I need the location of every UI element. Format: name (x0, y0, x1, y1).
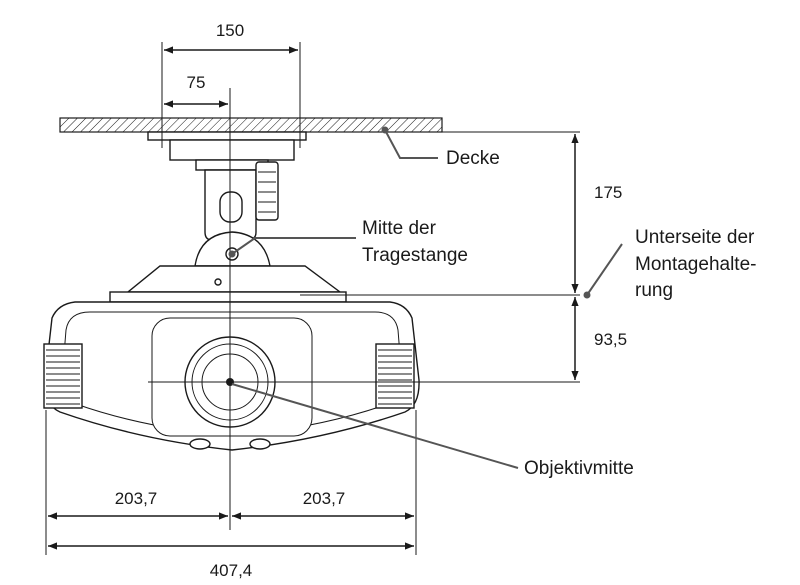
mount-bottom-label-line3: rung (635, 280, 673, 301)
dim-75-label: 75 (187, 73, 206, 92)
rod-center-label-line2: Tragestange (362, 245, 468, 266)
right-vent-slats (378, 349, 412, 405)
dimension-75: 75 (164, 73, 228, 108)
dimension-93-5: 93,5 (571, 297, 627, 380)
dim-right-half-label: 203,7 (303, 489, 346, 508)
support-arm (204, 161, 279, 241)
mount-base-plate (147, 131, 307, 171)
left-vent-slats (46, 349, 80, 405)
dimension-175: 175 (571, 134, 622, 293)
ceiling-plate (59, 117, 443, 133)
mount-bottom-label-line2: Montagehalte- (635, 254, 756, 275)
rod-center-callout: Mitte der Tragestange (228, 218, 468, 266)
lens-center-callout: Objektivmitte (231, 383, 634, 479)
projector-body (43, 301, 420, 451)
mount-bottom-callout: Unterseite der Montagehalte- rung (583, 227, 756, 301)
projector-mount-plate (109, 265, 347, 303)
dim-total-width-label: 407,4 (210, 561, 253, 580)
dim-150-label: 150 (216, 21, 244, 40)
center-lines (148, 88, 580, 530)
dim-93-5-label: 93,5 (594, 330, 627, 349)
ceiling-callout: Decke (381, 126, 500, 169)
dim-175-label: 175 (594, 183, 622, 202)
dimension-150: 150 (161, 21, 301, 148)
rod-center-label-line1: Mitte der (362, 218, 437, 239)
lens-center-label: Objektivmitte (524, 458, 634, 479)
ceiling-label: Decke (446, 148, 500, 169)
dimension-bottom: 203,7 203,7 407,4 (45, 410, 417, 580)
mount-bottom-label-line1: Unterseite der (635, 227, 755, 248)
dim-left-half-label: 203,7 (115, 489, 158, 508)
